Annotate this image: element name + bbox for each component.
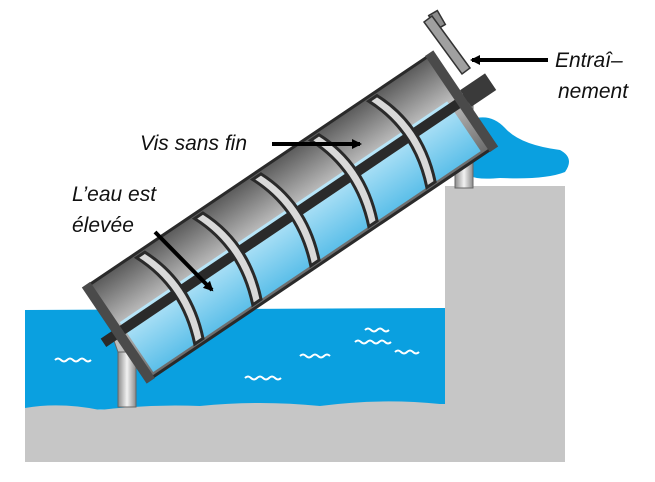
drive-coupling: [460, 73, 497, 107]
arrow-water: [153, 230, 214, 292]
label-drive-line1: Entraî–: [555, 49, 623, 72]
upper-platform: [445, 186, 565, 462]
label-screw: Vis sans fin: [140, 132, 247, 155]
screw-blades: [133, 93, 437, 347]
ground: [25, 401, 445, 462]
label-water-line1: L’eau est: [72, 183, 157, 206]
label-water-line2: élevée: [72, 214, 134, 237]
label-drive-line2: nement: [558, 80, 629, 103]
crank-handle: [422, 9, 472, 76]
wave-marks: [54, 327, 420, 381]
upper-water: [470, 117, 569, 179]
screw-tube: [81, 50, 499, 384]
